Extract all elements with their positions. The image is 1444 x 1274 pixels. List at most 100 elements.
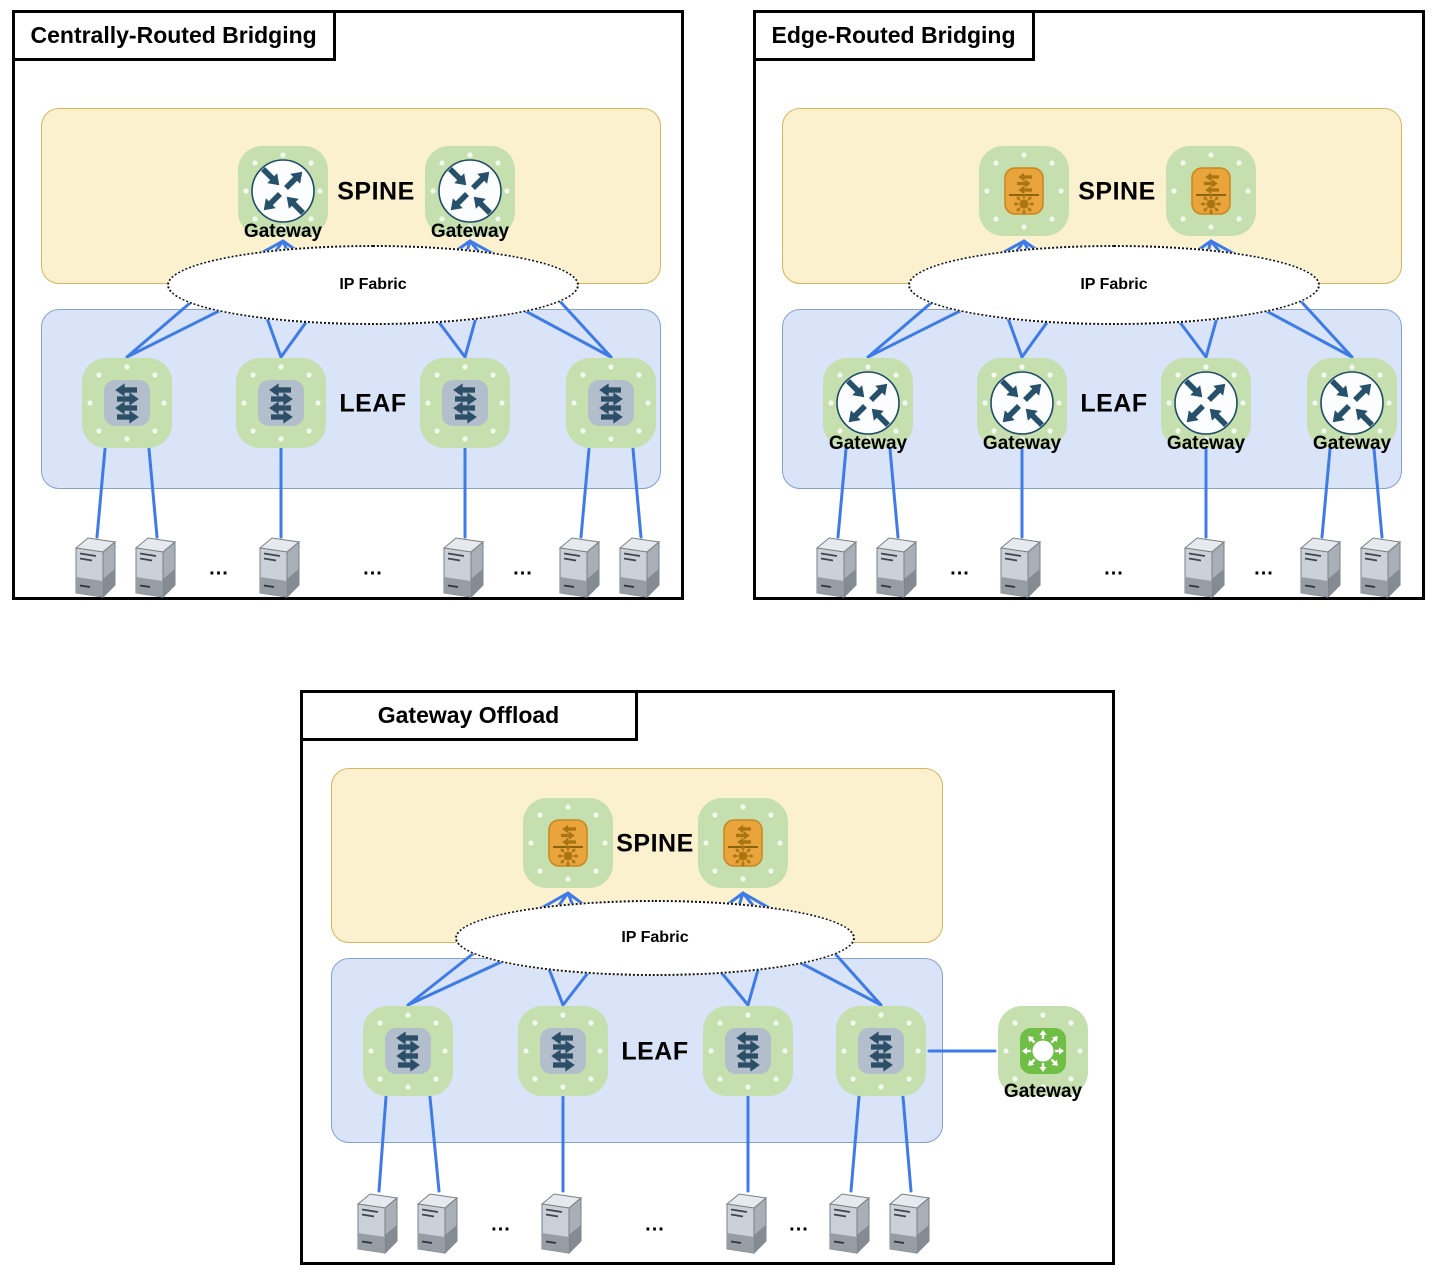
spine-layer-label: SPINE <box>337 177 415 206</box>
l3-switch-icon <box>695 795 791 891</box>
panel-centrally-routed-bridging: IP Fabric Gateway Gateway SPINE LEAF ...… <box>11 9 684 600</box>
server-icon <box>417 1193 458 1254</box>
ellipsis-dots: ... <box>491 1213 511 1236</box>
gateway-label: Gateway <box>828 433 908 454</box>
server <box>557 533 605 599</box>
leaf-layer-label: LEAF <box>339 389 407 418</box>
server-icon <box>1000 537 1041 598</box>
server-icon <box>443 537 484 598</box>
ellipsis-dots: ... <box>789 1213 809 1236</box>
server <box>73 533 121 599</box>
spine-node-2-l3-switch <box>1163 143 1259 239</box>
switch-icon <box>515 1003 611 1099</box>
panel-title: Gateway Offload <box>299 689 638 741</box>
leaf-layer-label: LEAF <box>1080 389 1148 418</box>
server-icon <box>816 537 857 598</box>
server <box>415 1189 463 1255</box>
panel-title: Centrally-Routed Bridging <box>11 9 336 61</box>
l3-switch-icon <box>976 143 1072 239</box>
server <box>887 1189 935 1255</box>
ip-fabric-ellipse: IP Fabric <box>455 900 855 976</box>
server-icon <box>541 1193 582 1254</box>
server-icon <box>135 537 176 598</box>
leaf-node-3-switch <box>700 1003 796 1099</box>
gateway-label: Gateway <box>243 221 323 242</box>
panel-title-text: Centrally-Routed Bridging <box>30 21 317 48</box>
ellipsis-dots: ... <box>513 557 533 580</box>
panel-title-text: Gateway Offload <box>377 701 560 728</box>
server-icon <box>726 1193 767 1254</box>
ip-fabric-ellipse: IP Fabric <box>908 245 1320 325</box>
leaf-node-1-switch <box>79 355 175 451</box>
server <box>617 533 665 599</box>
leaf-node-4-switch <box>833 1003 929 1099</box>
switch-icon <box>563 355 659 451</box>
server <box>998 533 1046 599</box>
switch-icon <box>833 1003 929 1099</box>
server-icon <box>75 537 116 598</box>
leaf-layer-label: LEAF <box>621 1037 689 1066</box>
ellipsis-dots: ... <box>1104 557 1124 580</box>
server <box>827 1189 875 1255</box>
gateway-label: Gateway <box>430 221 510 242</box>
switch-icon <box>417 355 513 451</box>
server-icon <box>1300 537 1341 598</box>
ip-fabric-label: IP Fabric <box>1080 276 1148 293</box>
leaf-node-2-router-gateway: Gateway <box>974 355 1070 454</box>
spine-node-1-l3-switch <box>976 143 1072 239</box>
gateway-label: Gateway <box>982 433 1062 454</box>
server <box>257 533 305 599</box>
server-icon <box>889 1193 930 1254</box>
server <box>874 533 922 599</box>
ip-fabric-label: IP Fabric <box>339 276 407 293</box>
server-icon <box>1360 537 1401 598</box>
gateway-label: Gateway <box>1003 1081 1083 1102</box>
server <box>1182 533 1230 599</box>
panel-title: Edge-Routed Bridging <box>752 9 1035 61</box>
leaf-node-1-router-gateway: Gateway <box>820 355 916 454</box>
switch-icon <box>79 355 175 451</box>
switch-icon <box>360 1003 456 1099</box>
server-icon <box>1184 537 1225 598</box>
ellipsis-dots: ... <box>363 557 383 580</box>
server <box>133 533 181 599</box>
ip-fabric-ellipse: IP Fabric <box>167 245 579 325</box>
gateway-label: Gateway <box>1312 433 1392 454</box>
spine-layer-label: SPINE <box>1078 177 1156 206</box>
ellipsis-dots: ... <box>645 1213 665 1236</box>
panel-gateway-offload: IP Fabric SPINE LEAF Gateway ... ... ...… <box>299 689 1115 1265</box>
spine-layer-label: SPINE <box>616 829 694 858</box>
panel-title-text: Edge-Routed Bridging <box>771 21 1016 48</box>
server <box>1358 533 1406 599</box>
server-icon <box>559 537 600 598</box>
l3-switch-icon <box>1163 143 1259 239</box>
spine-node-2-l3-switch <box>695 795 791 891</box>
server <box>1298 533 1346 599</box>
offload-gateway-node: Gateway <box>995 1003 1091 1102</box>
leaf-node-4-router-gateway: Gateway <box>1304 355 1400 454</box>
switch-icon <box>700 1003 796 1099</box>
ellipsis-dots: ... <box>209 557 229 580</box>
gateway-label: Gateway <box>1166 433 1246 454</box>
server <box>814 533 862 599</box>
ellipsis-dots: ... <box>950 557 970 580</box>
server-icon <box>876 537 917 598</box>
ellipsis-dots: ... <box>1254 557 1274 580</box>
server <box>539 1189 587 1255</box>
l3-switch-icon <box>520 795 616 891</box>
leaf-node-4-switch <box>563 355 659 451</box>
server <box>441 533 489 599</box>
spine-node-1-l3-switch <box>520 795 616 891</box>
switch-icon <box>233 355 329 451</box>
server-icon <box>259 537 300 598</box>
spine-node-2-router-gateway: Gateway <box>422 143 518 242</box>
spine-node-1-router-gateway: Gateway <box>235 143 331 242</box>
server-icon <box>357 1193 398 1254</box>
panel-edge-routed-bridging: IP Fabric SPINE Gateway Gateway Gateway … <box>752 9 1425 600</box>
leaf-node-3-switch <box>417 355 513 451</box>
ip-fabric-label: IP Fabric <box>621 929 689 946</box>
server <box>724 1189 772 1255</box>
leaf-node-3-router-gateway: Gateway <box>1158 355 1254 454</box>
connection-wires <box>377 891 997 1193</box>
